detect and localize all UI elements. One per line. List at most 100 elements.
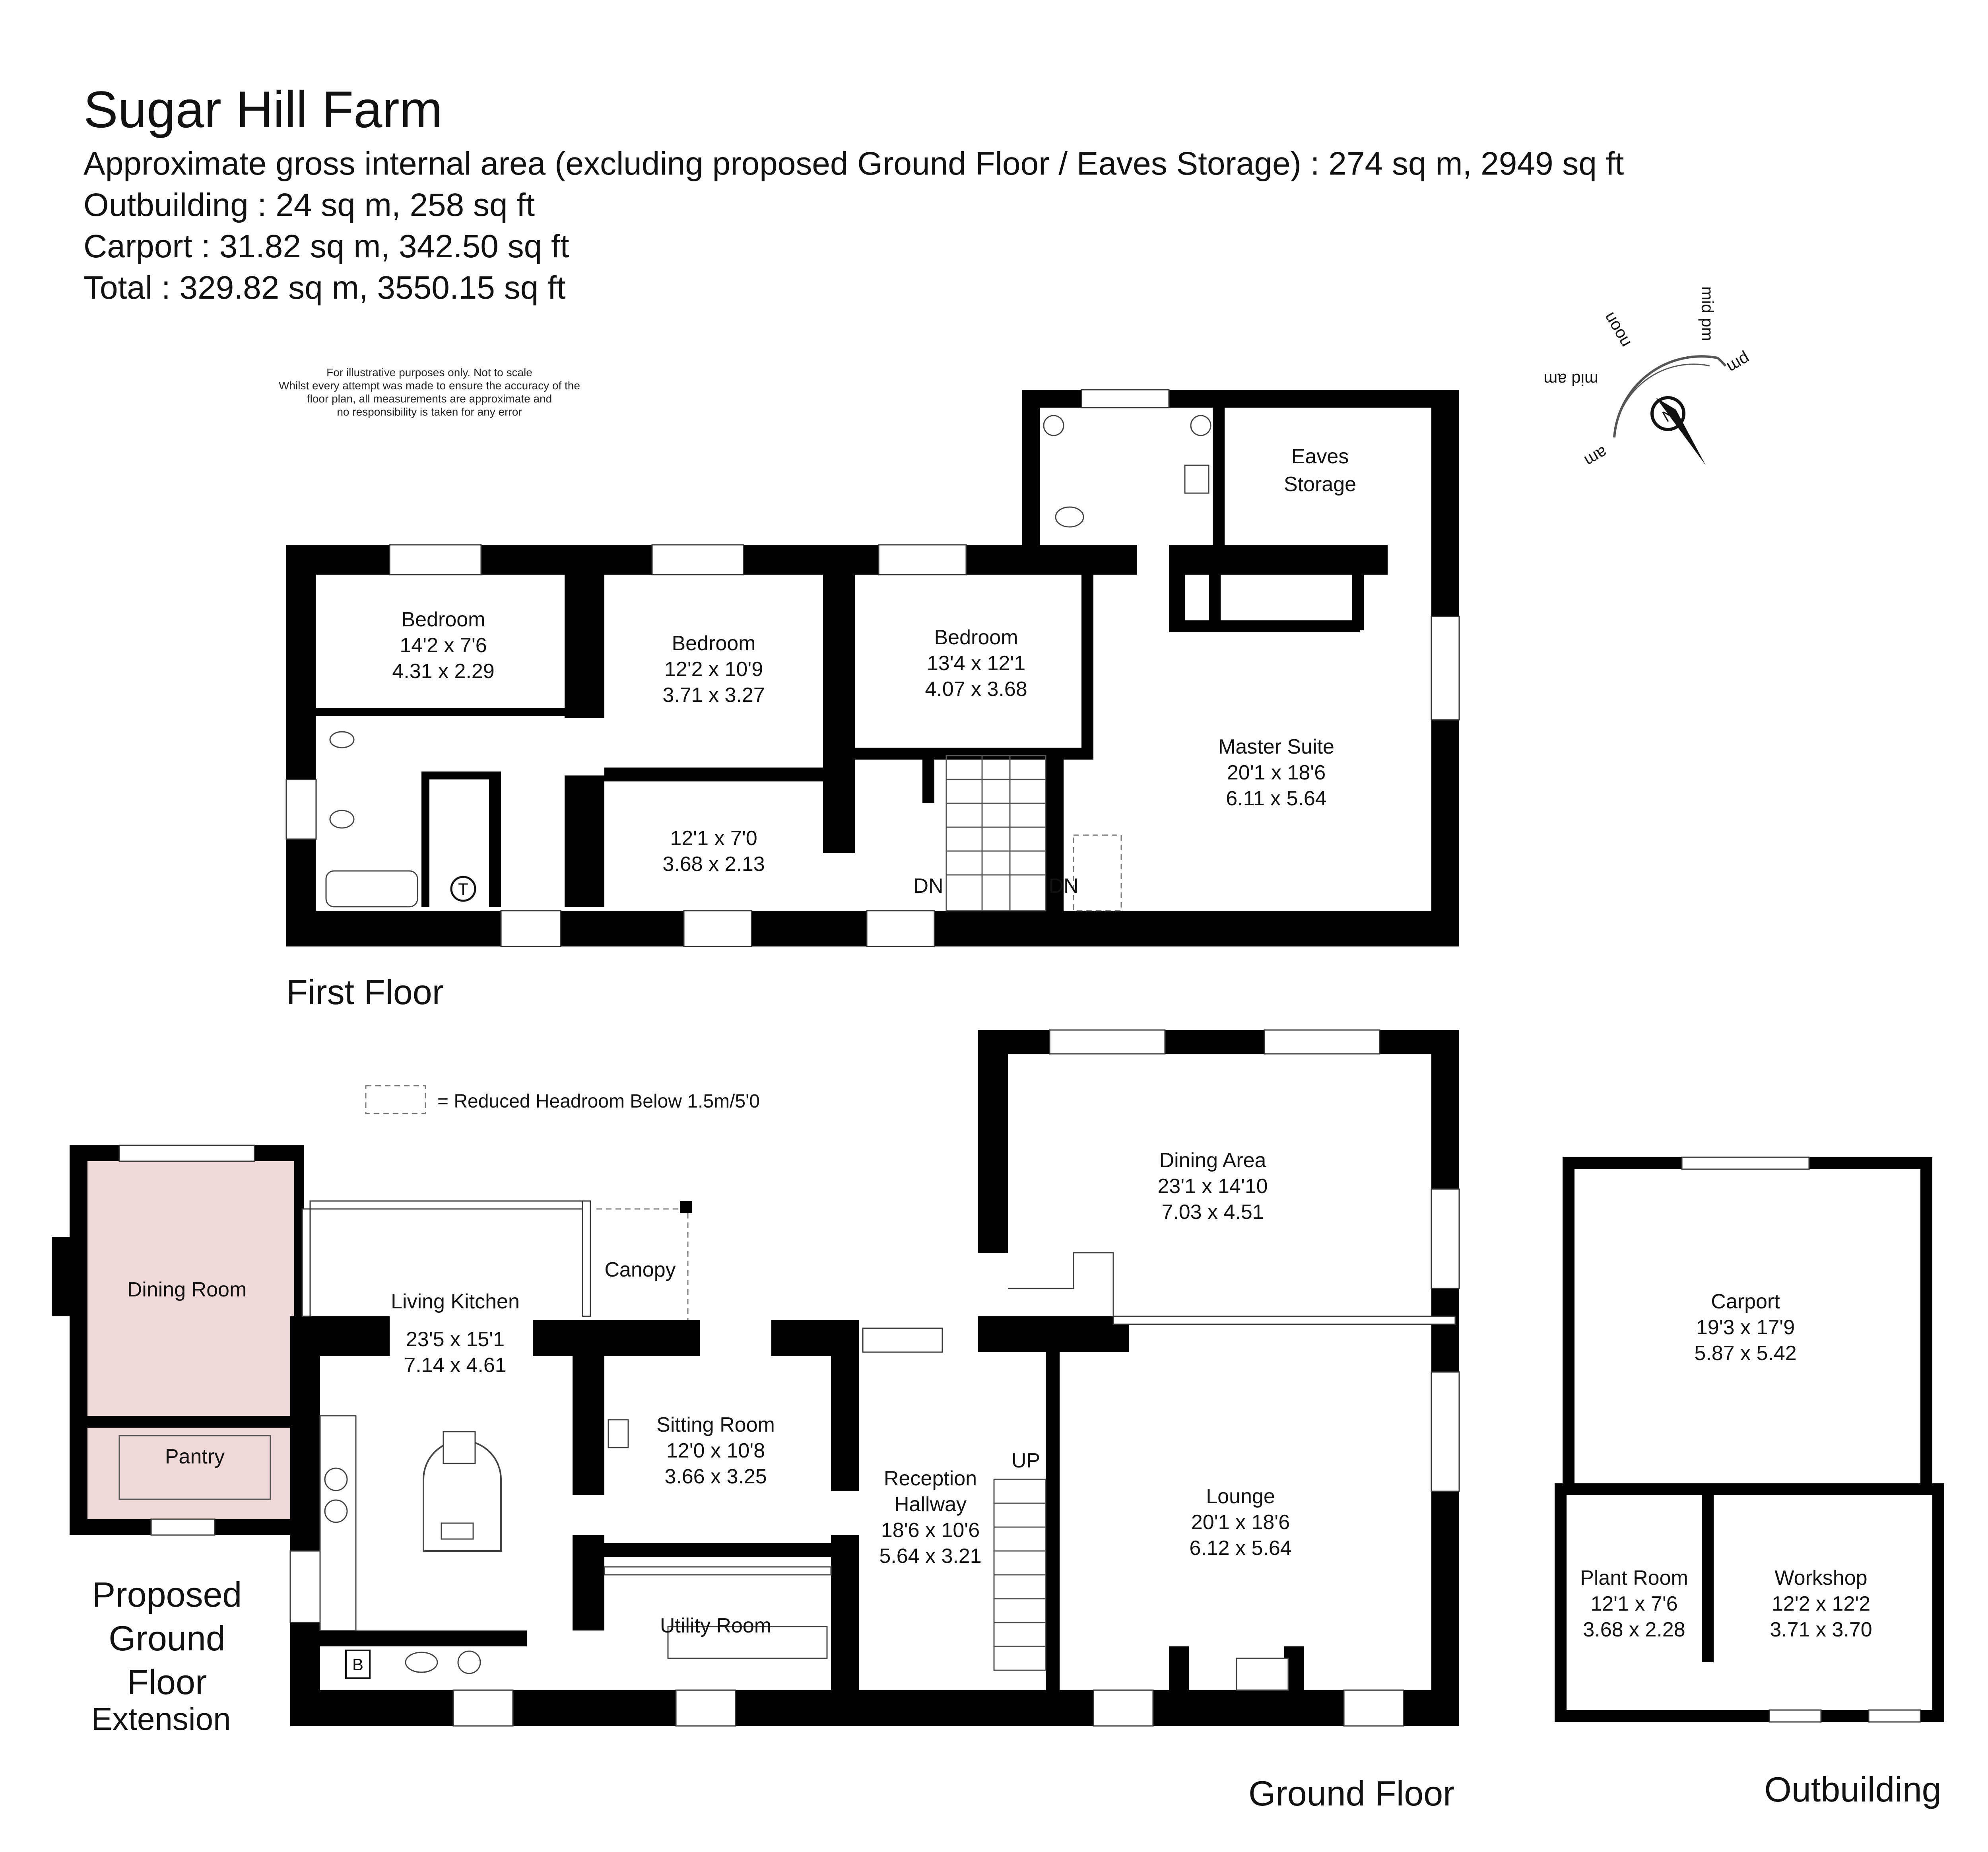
compass-label-mid-pm: mid pm [1698, 286, 1717, 341]
wall [421, 772, 429, 907]
tank-label: T [458, 880, 468, 898]
reception-imperial: 18'6 x 10'6 [881, 1519, 980, 1542]
reception-name: Reception [884, 1467, 977, 1490]
extension-label-1: Proposed [92, 1575, 242, 1614]
wall [316, 708, 565, 716]
stairs-down-label: DN [1048, 875, 1078, 898]
eaves-storage-name-2: Storage [1284, 473, 1356, 496]
wall [831, 1535, 859, 1690]
wall [1169, 620, 1360, 632]
area-summary: Approximate gross internal area (excludi… [83, 146, 1624, 182]
total-area: Total : 329.82 sq m, 3550.15 sq ft [83, 270, 566, 306]
carport-imperial: 19'3 x 17'9 [1696, 1316, 1795, 1339]
workshop-name: Workshop [1774, 1566, 1867, 1590]
glazing [301, 1208, 311, 1317]
plant-room-imperial: 12'1 x 7'6 [1590, 1592, 1677, 1615]
wall [1046, 756, 1064, 911]
door-opening [1868, 1709, 1921, 1723]
canopy-post [680, 1201, 692, 1213]
outbuilding-label: Outbuilding [1764, 1770, 1941, 1809]
ground-floor: B Dining Area 23'1 x 14'10 7.03 x 4.51 L… [52, 1029, 1460, 1813]
window [389, 544, 482, 575]
wall [1169, 545, 1388, 575]
extension-dining-room [87, 1161, 294, 1416]
staircase [945, 755, 1046, 911]
extension-label-3: Floor [127, 1662, 207, 1702]
dining-room-name: Dining Room [127, 1278, 247, 1301]
bathroom-fixtures [325, 415, 1211, 908]
window [1264, 1029, 1380, 1055]
window [1431, 1188, 1460, 1289]
boiler [345, 1650, 371, 1679]
wall [573, 1535, 604, 1630]
staircase [993, 1479, 1046, 1671]
plant-room-metric: 3.68 x 2.28 [1583, 1618, 1685, 1641]
window [1049, 1029, 1166, 1055]
wall [1920, 1157, 1932, 1491]
window [862, 1327, 943, 1353]
wall [1932, 1483, 1944, 1722]
wall [823, 575, 855, 853]
plant-room-name: Plant Room [1580, 1566, 1688, 1590]
basin [1043, 415, 1064, 436]
wall [1022, 390, 1040, 557]
reception-name-2: Hallway [894, 1493, 967, 1516]
living-kitchen-name: Living Kitchen [391, 1290, 520, 1313]
canopy-name: Canopy [604, 1258, 676, 1281]
wall [1555, 1483, 1944, 1495]
window [675, 1689, 736, 1727]
window [150, 1518, 215, 1536]
window [1681, 1156, 1810, 1170]
extension-label-4: Extension [91, 1701, 231, 1737]
extension-pantry [87, 1428, 294, 1519]
sitting-room-metric: 3.66 x 3.25 [664, 1465, 767, 1488]
eaves-storage-name: Eaves [1291, 445, 1349, 468]
living-kitchen-metric: 7.14 x 4.61 [404, 1354, 506, 1377]
window [1431, 1371, 1460, 1492]
first-floor-label: First Floor [286, 972, 444, 1012]
wall [604, 1543, 859, 1557]
reception-metric: 5.64 x 3.21 [879, 1545, 981, 1568]
outbuilding: Carport 19'3 x 17'9 5.87 x 5.42 Plant Ro… [1555, 1156, 1944, 1809]
window [1343, 1689, 1404, 1727]
wall [1169, 1646, 1189, 1690]
basin [329, 810, 355, 829]
window [878, 544, 967, 575]
window [1093, 1689, 1154, 1727]
lounge-name: Lounge [1206, 1485, 1275, 1508]
extension-label-2: Ground [109, 1619, 225, 1658]
wall [1169, 557, 1185, 628]
toilet [329, 731, 355, 748]
wall [565, 775, 604, 907]
master-suite-metric: 6.11 x 5.64 [1226, 787, 1326, 810]
window [1769, 1709, 1822, 1723]
compass-label-noon: noon [1600, 309, 1634, 351]
disclaimer-line: Whilst every attempt was made to ensure … [279, 379, 580, 392]
utility-room-name: Utility Room [660, 1614, 771, 1637]
bedroom-2-metric: 3.71 x 3.27 [662, 684, 765, 707]
legend: = Reduced Headroom Below 1.5m/5'0 [365, 1085, 760, 1114]
basin [457, 1650, 481, 1674]
hot-water-tank [450, 876, 476, 902]
window [1081, 389, 1170, 408]
wall [286, 545, 316, 946]
compass-label-pm: pm [1724, 350, 1753, 377]
window [1431, 616, 1460, 721]
bedroom-2-imperial: 12'2 x 10'9 [664, 658, 763, 681]
stairs-down-label: DN [913, 875, 943, 898]
wall [1555, 1483, 1567, 1722]
wall [771, 1320, 859, 1356]
bedroom-3-imperial: 13'4 x 12'1 [927, 652, 1025, 675]
wall [1081, 575, 1093, 754]
bedroom-1-name: Bedroom [402, 608, 485, 631]
sitting-room-name: Sitting Room [656, 1413, 775, 1436]
wall [1563, 1157, 1574, 1491]
workshop-metric: 3.71 x 3.70 [1770, 1618, 1872, 1641]
lounge-imperial: 20'1 x 18'6 [1191, 1511, 1290, 1534]
dining-area-imperial: 23'1 x 14'10 [1157, 1175, 1268, 1198]
stairs-up-label: UP [1011, 1449, 1040, 1472]
wall [489, 772, 501, 907]
window [118, 1145, 255, 1162]
hob [441, 1522, 474, 1540]
